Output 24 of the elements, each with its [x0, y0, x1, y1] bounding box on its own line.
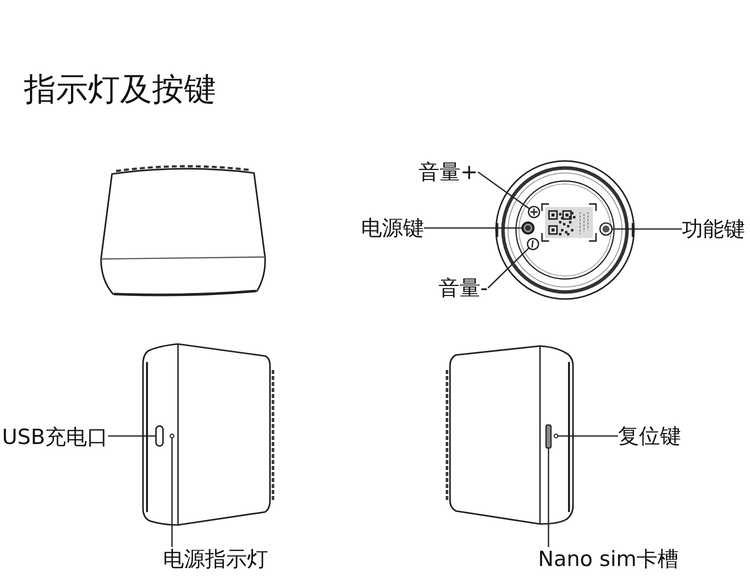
- callout-label: Nano sim卡槽: [538, 547, 679, 571]
- leader-line: [424, 227, 522, 229]
- pinhole: [554, 434, 558, 438]
- leader-line: [171, 438, 173, 547]
- leader-line: [488, 247, 530, 288]
- round-button: [599, 222, 613, 236]
- indicator-dot: [170, 434, 174, 438]
- port-slot: [155, 425, 164, 447]
- callout-label: 复位键: [618, 424, 681, 448]
- page-title: 指示灯及按键: [24, 70, 216, 108]
- callout-label: 电源键: [361, 216, 424, 240]
- leader-line: [108, 435, 156, 437]
- callout-label: 音量-: [438, 276, 488, 300]
- minus-button: [526, 238, 540, 250]
- callout-label: 音量+: [418, 160, 478, 184]
- plus-button: [528, 206, 540, 218]
- card-slot: [545, 424, 552, 449]
- leader-line: [558, 435, 618, 437]
- callout-label: 功能键: [682, 217, 745, 241]
- callout-label: 电源指示灯: [163, 547, 268, 571]
- leader-line: [612, 228, 682, 230]
- leader-line: [548, 448, 550, 547]
- callout-label: USB充电口: [2, 425, 108, 449]
- power-button: [522, 222, 534, 234]
